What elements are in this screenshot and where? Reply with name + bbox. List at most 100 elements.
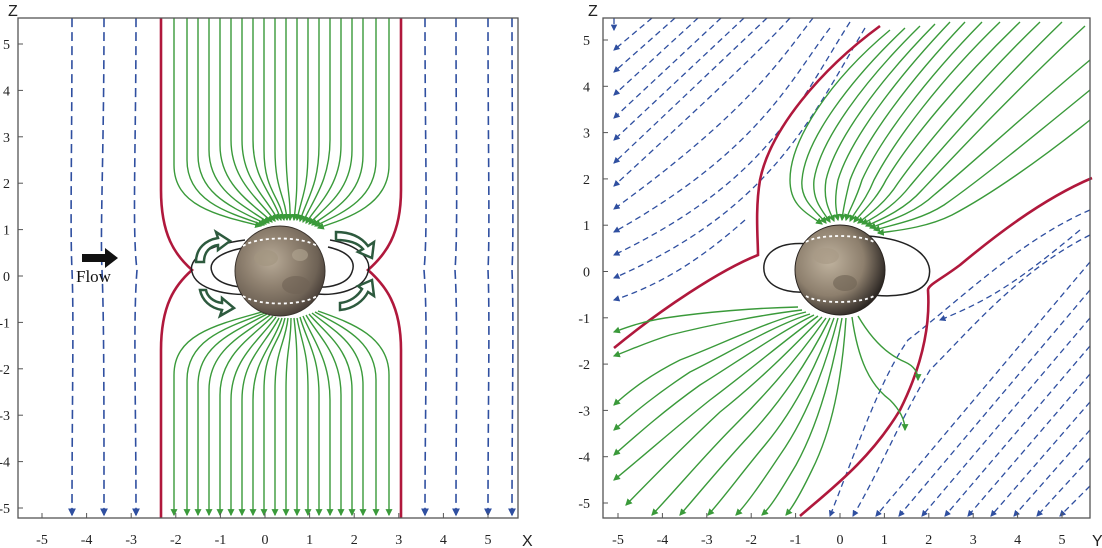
z-tick-label: -3 bbox=[0, 409, 10, 424]
right-open-line bbox=[612, 309, 803, 358]
x-tick-label: 0 bbox=[837, 533, 844, 548]
z-tick-label: -1 bbox=[578, 312, 590, 327]
right-open-line bbox=[849, 21, 1001, 223]
right-open-line bbox=[857, 21, 1041, 224]
right-closed-loop bbox=[763, 242, 819, 293]
left-open-line bbox=[208, 18, 270, 224]
left-jovian-line bbox=[131, 17, 140, 517]
right-jovian-line bbox=[852, 234, 1091, 517]
right-open-line bbox=[613, 314, 815, 456]
right-jovian-line bbox=[613, 17, 768, 164]
left-open-line bbox=[183, 312, 266, 517]
z-tick-label: 0 bbox=[3, 270, 10, 285]
curved-flow-arrow bbox=[338, 278, 376, 312]
flow-arrow-icon bbox=[82, 248, 118, 268]
right-open-line bbox=[707, 317, 835, 516]
left-open-line bbox=[314, 311, 380, 517]
right-open-line bbox=[844, 21, 983, 222]
right-jovian-line bbox=[613, 17, 722, 119]
x-tick-label: 4 bbox=[1014, 533, 1021, 548]
moon-sphere bbox=[794, 224, 886, 316]
right-jovian-line bbox=[1036, 457, 1091, 517]
z-tick-label: 3 bbox=[3, 131, 10, 146]
x-tick-label: 5 bbox=[485, 533, 492, 548]
right-jovian-line bbox=[1013, 429, 1091, 517]
left-plot-frame bbox=[17, 17, 519, 519]
z-tick-label: -2 bbox=[0, 363, 10, 378]
right-separatrix bbox=[613, 24, 1093, 517]
right-jovian-line bbox=[613, 17, 791, 187]
left-open-line bbox=[296, 317, 312, 517]
left-open-line bbox=[299, 316, 323, 517]
left-open-line bbox=[291, 18, 299, 222]
left-open-field-lines-north bbox=[173, 18, 390, 230]
right-open-field-lines-north bbox=[789, 21, 1091, 236]
left-plasma-flow-arrows bbox=[194, 229, 376, 319]
z-tick-label: -4 bbox=[578, 451, 590, 466]
left-z-axis-label: Z bbox=[8, 3, 18, 20]
left-x-axis-label: X bbox=[522, 533, 533, 548]
right-jovian-line bbox=[613, 21, 851, 256]
x-tick-label: -5 bbox=[36, 533, 48, 548]
z-tick-label: -2 bbox=[578, 358, 590, 373]
left-open-line bbox=[317, 310, 393, 517]
right-open-line bbox=[868, 59, 1091, 230]
left-open-line bbox=[316, 18, 390, 230]
left-open-line bbox=[216, 315, 274, 517]
right-closed-field-lines bbox=[763, 235, 931, 299]
left-open-line bbox=[298, 18, 320, 223]
right-open-line bbox=[824, 23, 936, 223]
right-jovian-line bbox=[613, 17, 676, 73]
left-closed-loop bbox=[315, 246, 354, 288]
right-jovian-field-lines bbox=[610, 17, 1091, 518]
right-open-line bbox=[761, 317, 843, 516]
right-jovian-line bbox=[613, 27, 866, 279]
left-open-line bbox=[252, 18, 283, 222]
z-tick-label: 4 bbox=[583, 80, 590, 95]
left-jovian-line bbox=[421, 17, 430, 517]
right-jovian-line bbox=[613, 17, 699, 96]
left-open-line bbox=[173, 18, 263, 229]
left-open-line bbox=[230, 18, 276, 222]
z-tick-label: 1 bbox=[3, 224, 10, 239]
x-tick-label: 1 bbox=[881, 533, 888, 548]
left-open-line bbox=[274, 18, 291, 222]
right-separatrix-line bbox=[799, 176, 1093, 517]
right-open-line bbox=[613, 315, 819, 481]
left-open-line bbox=[227, 316, 277, 517]
x-tick-label: -4 bbox=[657, 533, 669, 548]
right-open-line bbox=[876, 119, 1091, 236]
x-tick-label: -2 bbox=[745, 533, 757, 548]
right-open-line bbox=[864, 25, 1086, 227]
moon-surface-patch bbox=[813, 248, 839, 264]
left-jovian-line bbox=[484, 17, 493, 517]
z-tick-label: 1 bbox=[583, 219, 590, 234]
left-moon bbox=[234, 225, 326, 317]
right-open-line bbox=[651, 317, 827, 516]
left-jovian-line bbox=[508, 17, 517, 517]
right-plot-frame bbox=[602, 17, 1091, 519]
right-closed-loop bbox=[864, 235, 931, 299]
right-jovian-line bbox=[612, 219, 746, 302]
left-open-line bbox=[285, 18, 294, 222]
right-open-line bbox=[785, 317, 847, 516]
flow-label: Flow bbox=[76, 267, 112, 286]
x-tick-label: -2 bbox=[170, 533, 182, 548]
left-open-line bbox=[263, 18, 287, 222]
left-jovian-line bbox=[99, 17, 108, 517]
left-closed-loop bbox=[190, 239, 251, 296]
right-open-line bbox=[801, 27, 906, 224]
right-open-line bbox=[735, 317, 839, 516]
left-open-line bbox=[302, 18, 331, 224]
x-tick-label: -3 bbox=[701, 533, 713, 548]
left-open-line bbox=[293, 317, 301, 517]
z-tick-label: -4 bbox=[0, 456, 10, 471]
curved-flow-arrow bbox=[334, 230, 376, 260]
left-open-line bbox=[308, 18, 353, 225]
right-jovian-line bbox=[828, 209, 1091, 518]
